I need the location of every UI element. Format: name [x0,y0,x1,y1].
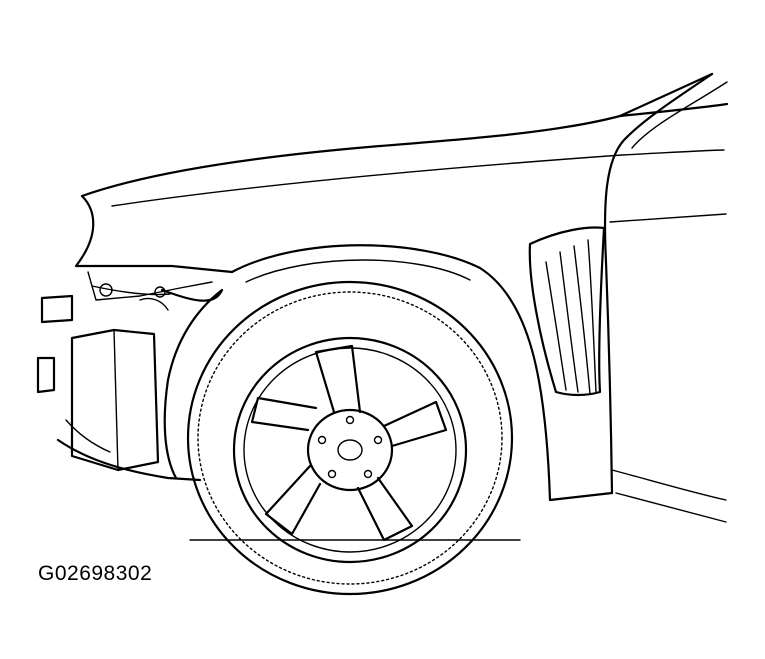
wheel-arch-inner [245,259,471,283]
a-pillar-inner [631,81,728,149]
front-structure [36,271,224,482]
bumper-bracket [40,294,74,324]
wheel-hub [306,408,394,492]
body-crease-line [111,149,725,207]
fender-nose [74,194,234,274]
figure-id-label: G02698302 [38,562,153,585]
wheel-arch [230,244,614,502]
door-edge [609,213,727,223]
tire-outer [186,280,514,596]
fender-top-line [80,72,714,198]
a-pillar [603,72,714,495]
sill-line [615,492,727,523]
rim-outer [232,336,468,564]
door-gap [611,469,727,501]
center-cap-logo [337,439,363,461]
tire-tread-inner [197,291,503,585]
wheel-assembly [186,280,514,596]
side-vent [528,226,606,397]
rim-inner [243,347,457,553]
lug-nuts [317,415,383,479]
wheel-spokes [250,344,448,542]
splash-shield [56,438,202,482]
car-body [74,72,729,523]
inner-fender-liner [160,288,224,480]
hood-rear-edge [618,102,729,118]
